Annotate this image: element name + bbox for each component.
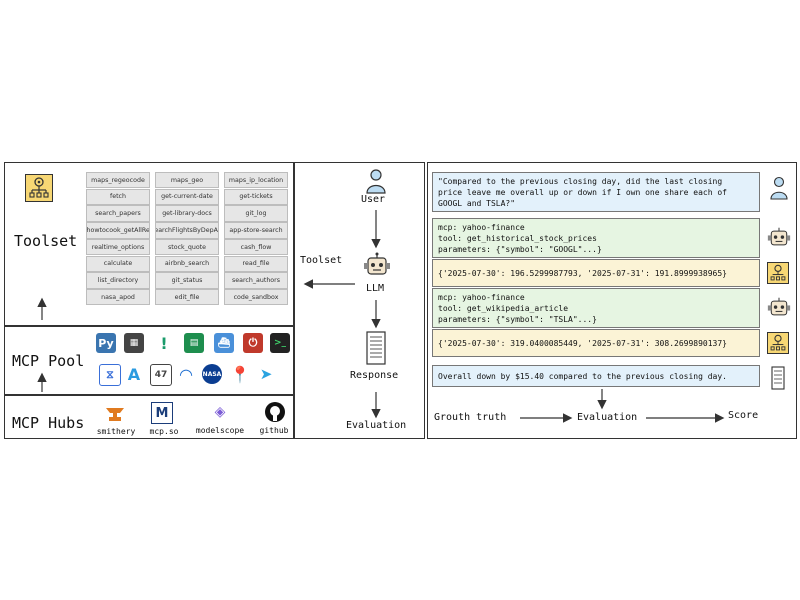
middle-panel <box>294 162 425 439</box>
tool-chip: get-current-date <box>155 188 219 206</box>
tool-chip: search_authors <box>224 272 288 289</box>
ground-truth-label: Grouth truth <box>434 412 507 423</box>
tool-chip: mcp_howtocook_getAllRecipes <box>86 222 150 239</box>
response-label: Response <box>350 370 399 381</box>
mcp-pool-label: MCP Pool <box>12 352 85 370</box>
tool-chip: get-library-docs <box>155 205 219 222</box>
tool-chip: edit_file <box>155 289 219 306</box>
divider-pool-hubs <box>4 394 294 396</box>
tool-chip: cash_flow <box>224 238 288 256</box>
letter-a-icon: A <box>124 364 144 384</box>
tool-chip: git_log <box>224 205 288 222</box>
map-box-icon: 47 <box>150 364 172 386</box>
toolset-label: Toolset <box>14 232 78 250</box>
exclamation-icon: ! <box>154 333 174 353</box>
divider-toolset-pool <box>4 325 294 327</box>
tool-result-2: {'2025-07-30': 319.0400085449, '2025-07-… <box>432 329 760 357</box>
robot-icon <box>363 252 391 280</box>
tool-chip: realtime_options <box>86 238 150 256</box>
toolset-icon-result-1 <box>767 262 789 284</box>
hub-label-modelscope: modelscope <box>195 426 245 435</box>
tool-chip: list_directory <box>86 272 150 289</box>
github-icon <box>264 401 286 423</box>
tool-result-1: {'2025-07-30': 196.5299987793, '2025-07-… <box>432 259 760 287</box>
power-icon: ⏻ <box>243 333 263 353</box>
spreadsheet-icon: ▤ <box>184 333 204 353</box>
user-icon-right <box>769 176 789 200</box>
send-icon: ➤ <box>256 364 276 384</box>
modelscope-icon: ◈ <box>214 404 226 420</box>
question-box: "Compared to the previous closing day, d… <box>432 172 760 212</box>
terminal-icon: >_ <box>270 333 290 353</box>
user-icon <box>365 168 387 194</box>
tool-chip: searchFlightsByDepArr <box>155 222 219 239</box>
document-icon-right <box>771 366 785 390</box>
tool-chip: nasa_apod <box>86 289 150 306</box>
tool-chip: calculate <box>86 255 150 272</box>
hub-label-smithery: smithery <box>96 427 136 436</box>
anvil-icon <box>104 404 126 424</box>
toolset-hierarchy-icon <box>25 174 53 202</box>
tool-chip: git_status <box>155 272 219 289</box>
ship-icon: ⛴ <box>214 333 234 353</box>
hub-label-github: github <box>259 426 289 435</box>
calculator-icon: ▦ <box>124 333 144 353</box>
evaluation-label-right: Evaluation <box>577 412 638 423</box>
evaluation-label-middle: Evaluation <box>346 420 407 431</box>
hub-label-mcp-so: mcp.so <box>149 427 179 436</box>
toolset-icon-result-2 <box>767 332 789 354</box>
tool-call-1: mcp: yahoo-finance tool: get_historical_… <box>432 218 760 258</box>
tool-chip: maps_regeocode <box>86 172 150 189</box>
llm-label: LLM <box>366 283 385 294</box>
map-pin-icon: 📍 <box>230 364 250 384</box>
nasa-icon: NASA <box>202 364 222 384</box>
final-answer-box: Overall down by $15.40 compared to the p… <box>432 365 760 387</box>
toolset-flow-label: Toolset <box>300 255 343 266</box>
user-label: User <box>361 194 386 205</box>
tool-chip: maps_geo <box>155 172 219 189</box>
tool-call-2: mcp: yahoo-finance tool: get_wikipedia_a… <box>432 288 760 328</box>
python-icon: Py <box>96 333 116 353</box>
tool-chip: airbnb_search <box>155 255 219 272</box>
score-label: Score <box>728 410 759 421</box>
tool-chip: maps_ip_location <box>224 172 288 189</box>
robot-icon-call-2 <box>767 296 791 320</box>
hourglass-icon: ⧖ <box>99 364 121 386</box>
tool-chip: get-tickets <box>224 188 288 206</box>
tool-chip: search_papers <box>86 205 150 222</box>
mcp-hubs-label: MCP Hubs <box>12 414 85 432</box>
document-icon <box>366 331 386 365</box>
ring-icon: ◠ <box>176 364 196 384</box>
tool-chip: fetch <box>86 188 150 206</box>
tool-chip: read_file <box>224 255 288 272</box>
mcp-so-icon: M <box>151 402 173 424</box>
tool-chip: app-store-search <box>224 222 288 239</box>
robot-icon-call-1 <box>767 226 791 250</box>
tool-chip: code_sandbox <box>224 289 288 306</box>
tool-chip: stock_quote <box>155 238 219 256</box>
